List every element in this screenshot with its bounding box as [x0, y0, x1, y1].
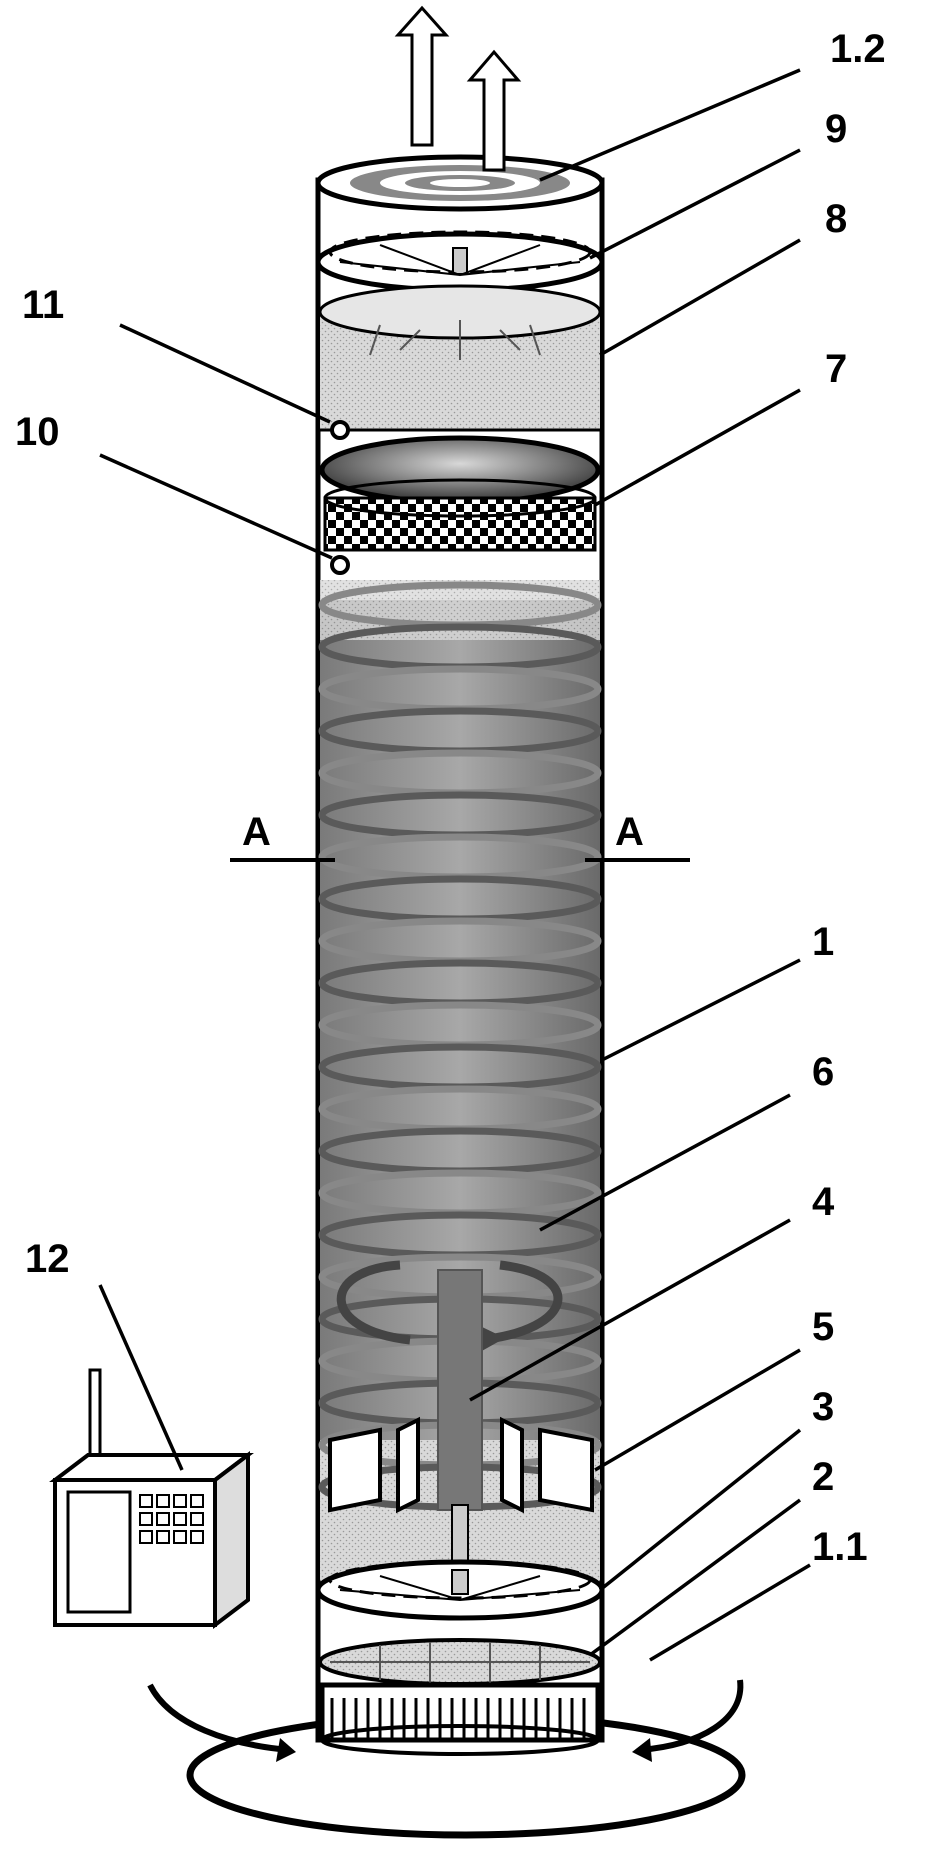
keypad: [139, 1494, 204, 1544]
central-shaft: [437, 1269, 483, 1566]
keypad-key: [190, 1494, 204, 1508]
keypad-key: [156, 1512, 170, 1526]
label-10: 10: [15, 410, 60, 454]
keypad-key: [173, 1512, 187, 1526]
label-8: 8: [825, 197, 847, 241]
filter-disc: [318, 284, 602, 432]
label-1: 1: [812, 920, 834, 964]
grid-plate: [318, 1638, 602, 1686]
swirl-arrow: [336, 1260, 563, 1352]
port-11: [330, 420, 350, 440]
ports: [330, 420, 350, 575]
port-10: [330, 555, 350, 575]
lower-impeller: [315, 1559, 605, 1621]
label-7: 7: [825, 347, 847, 391]
display-screen: [66, 1490, 132, 1614]
dome-element: [319, 435, 601, 552]
label-3: 3: [812, 1385, 834, 1429]
keypad-key: [173, 1494, 187, 1508]
keypad-key: [139, 1512, 153, 1526]
base-ring: [319, 1682, 601, 1756]
keypad-key: [190, 1512, 204, 1526]
exhaust-arrows: [394, 5, 522, 172]
controller-unit: [49, 1368, 254, 1630]
keypad-key: [190, 1530, 204, 1544]
keypad-key: [173, 1530, 187, 1544]
keypad-key: [156, 1530, 170, 1544]
label-12: 12: [25, 1237, 70, 1281]
keypad-key: [156, 1494, 170, 1508]
label-1-1: 1.1: [812, 1525, 868, 1569]
label-2: 2: [812, 1455, 834, 1499]
upper-impeller: [315, 230, 605, 293]
label-1-2: 1.2: [830, 27, 886, 71]
label-4: 4: [812, 1180, 835, 1224]
label-5: 5: [812, 1305, 834, 1349]
leader-lines: [98, 68, 811, 1662]
label-11: 11: [22, 283, 64, 327]
label-6: 6: [812, 1050, 834, 1094]
label-a-left: A: [242, 810, 271, 854]
label-9: 9: [825, 107, 847, 151]
top-cap: [315, 154, 605, 212]
keypad-key: [139, 1530, 153, 1544]
keypad-key: [139, 1494, 153, 1508]
part-labels: 1.2 9 8 11 7 10 A A 1 6 4 12 5 3 2 1.1: [15, 27, 886, 1569]
label-a-right: A: [615, 810, 644, 854]
baffles: [328, 1416, 594, 1514]
